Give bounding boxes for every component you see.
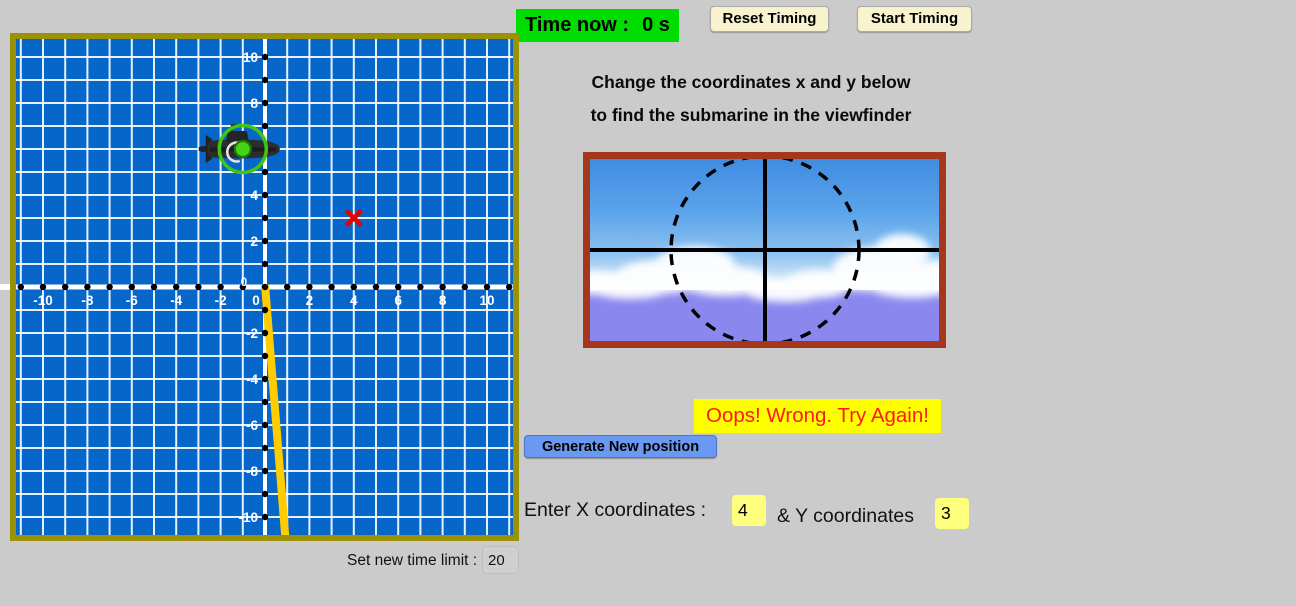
y-axis-dot bbox=[261, 421, 269, 429]
submarine-point bbox=[233, 139, 252, 159]
y-axis-dot bbox=[261, 513, 269, 521]
x-axis-dot bbox=[284, 283, 291, 291]
timer-value: 0 s bbox=[642, 14, 670, 36]
grid-canvas[interactable]: -10-8-6-4-20246810108642-2-4-6-8-100 bbox=[16, 39, 513, 535]
y-tick-label: -2 bbox=[246, 326, 258, 341]
x-axis-dot bbox=[39, 283, 47, 291]
y-axis-dot bbox=[261, 352, 269, 360]
x-axis-dot bbox=[461, 283, 468, 291]
y-coordinate-label: & Y coordinates bbox=[777, 505, 914, 527]
target-marker bbox=[344, 208, 363, 228]
x-axis-dot bbox=[106, 283, 113, 291]
submarine-highlight bbox=[226, 141, 241, 163]
y-axis-dot bbox=[261, 306, 269, 314]
feedback-message: Oops! Wrong. Try Again! bbox=[694, 399, 941, 433]
x-axis-dot bbox=[217, 283, 224, 291]
timer-label: Time now : bbox=[525, 14, 630, 36]
x-coordinate-input[interactable] bbox=[732, 495, 766, 526]
y-axis-dot bbox=[261, 444, 269, 452]
x-axis-dot bbox=[128, 283, 135, 291]
x-axis-dot bbox=[372, 283, 380, 291]
y-coordinate-input[interactable] bbox=[935, 498, 969, 529]
x-axis-dot bbox=[173, 283, 180, 291]
time-limit-label: Set new time limit : bbox=[347, 552, 478, 569]
y-axis-dot bbox=[261, 467, 269, 475]
x-axis-dot bbox=[483, 283, 491, 291]
submarine-periscope-head bbox=[230, 124, 237, 127]
x-axis-dot bbox=[506, 283, 513, 291]
coordinate-grid-panel[interactable]: -10-8-6-4-20246810108642-2-4-6-8-100 bbox=[10, 33, 519, 541]
x-tick-label: -6 bbox=[126, 293, 138, 308]
x-axis-dot bbox=[350, 283, 357, 291]
x-axis-extension bbox=[0, 284, 10, 290]
instructions-line1: Change the coordinates x and y below bbox=[591, 72, 911, 92]
x-axis-dot bbox=[395, 283, 402, 291]
y-axis-dot bbox=[261, 398, 269, 406]
marker-stroke bbox=[344, 208, 363, 228]
y-tick-label: 2 bbox=[250, 234, 258, 249]
y-tick-label: 10 bbox=[243, 50, 258, 65]
x-axis-dot bbox=[306, 283, 313, 291]
y-axis-dot bbox=[261, 490, 269, 498]
x-tick-label: -10 bbox=[33, 293, 53, 308]
x-tick-label: 6 bbox=[394, 293, 402, 308]
submarine-selection-ring bbox=[217, 123, 269, 175]
instructions-line2: to find the submarine in the viewfinder bbox=[590, 105, 912, 125]
y-axis-dot bbox=[261, 237, 269, 245]
x-coordinate-label: Enter X coordinates : bbox=[524, 499, 707, 521]
origin-label: 0 bbox=[241, 277, 247, 289]
x-tick-label: -4 bbox=[170, 293, 182, 308]
x-axis-dot bbox=[150, 283, 158, 291]
x-tick-label: 10 bbox=[479, 293, 494, 308]
y-tick-label: 8 bbox=[250, 96, 258, 111]
y-tick-label: -4 bbox=[246, 372, 258, 387]
y-tick-label: -6 bbox=[246, 418, 258, 433]
y-axis-dot bbox=[261, 214, 269, 222]
instructions-text: Change the coordinates x and y below to … bbox=[518, 66, 984, 132]
x-tick-label: 2 bbox=[306, 293, 314, 308]
x-tick-label: 0 bbox=[252, 293, 260, 308]
timer-display: Time now : 0 s bbox=[516, 9, 679, 42]
x-axis-dot bbox=[417, 283, 424, 291]
x-axis-dot bbox=[62, 283, 69, 291]
x-axis-dot bbox=[195, 283, 202, 291]
submarine-conning-tower bbox=[225, 131, 249, 142]
x-axis-dot bbox=[239, 283, 246, 291]
crosshair-circle bbox=[669, 159, 861, 341]
viewfinder bbox=[583, 152, 946, 348]
x-tick-label: 8 bbox=[439, 293, 447, 308]
pointer-line[interactable] bbox=[261, 284, 290, 535]
time-limit-input[interactable] bbox=[482, 546, 519, 574]
y-tick-label: 4 bbox=[250, 188, 258, 203]
x-tick-label: -8 bbox=[81, 293, 93, 308]
x-tick-label: -2 bbox=[215, 293, 227, 308]
x-axis-dot bbox=[17, 283, 24, 291]
reset-timing-button[interactable]: Reset Timing bbox=[710, 6, 829, 32]
y-axis-dot bbox=[261, 168, 269, 176]
y-tick-label: -10 bbox=[238, 510, 258, 525]
x-tick-label: 4 bbox=[350, 293, 358, 308]
x-axis-dot bbox=[328, 283, 335, 291]
y-axis-dot bbox=[261, 53, 269, 61]
generate-new-position-button[interactable]: Generate New position bbox=[524, 435, 717, 458]
viewfinder-overlay bbox=[590, 159, 939, 341]
y-axis-dot bbox=[261, 76, 269, 84]
start-timing-button[interactable]: Start Timing bbox=[857, 6, 972, 32]
y-tick-label: -8 bbox=[246, 464, 258, 479]
y-axis-dot bbox=[261, 99, 269, 107]
x-axis-dot bbox=[261, 283, 269, 291]
submarine[interactable] bbox=[198, 123, 280, 175]
y-axis-dot bbox=[261, 375, 269, 383]
y-axis-dot bbox=[261, 260, 269, 268]
y-axis-dot bbox=[261, 122, 269, 130]
x-axis-dot bbox=[439, 283, 446, 291]
y-axis-dot bbox=[261, 329, 269, 337]
y-axis-dot bbox=[261, 191, 269, 199]
x-axis-dot bbox=[84, 283, 91, 291]
